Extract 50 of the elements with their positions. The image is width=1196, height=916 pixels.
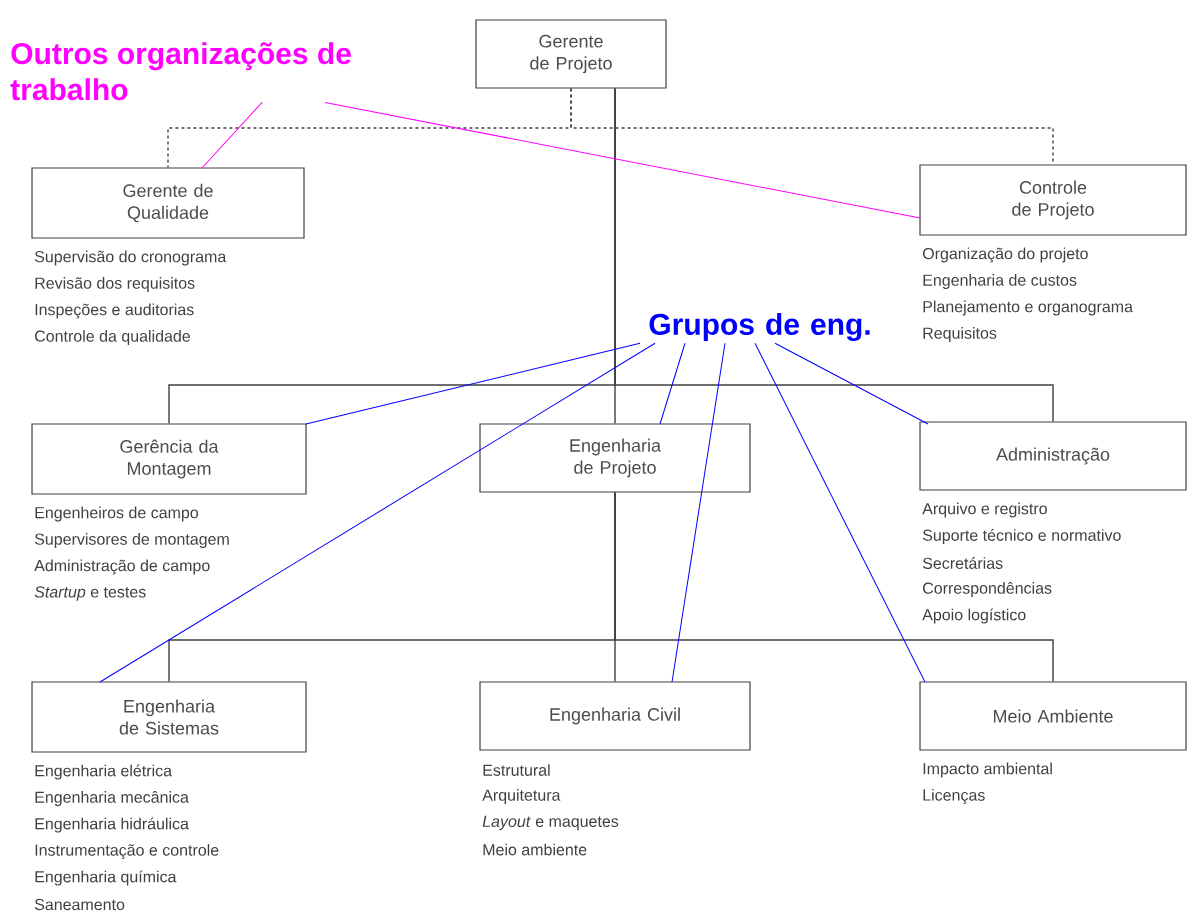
list-item: Saneamento: [34, 898, 125, 911]
list-item: Engenharia elétrica: [35, 764, 172, 780]
list-item: Supervisores de montagem: [34, 533, 229, 548]
list-item: Supervisão do cronograma: [34, 250, 227, 266]
list-item: Startup e testes: [34, 586, 146, 601]
leader-line: [324, 101, 921, 219]
list-item: Engenharia química: [35, 870, 177, 886]
list-item: Instrumentação e controle: [35, 844, 219, 859]
connector-line: [614, 491, 1054, 683]
leader-line: [659, 342, 686, 425]
list-item: Administração de campo: [34, 559, 210, 575]
list-item: Layout e maquetes: [482, 815, 619, 831]
org-box: Engenharia de Sistemas: [31, 681, 307, 753]
leader-line: [99, 342, 656, 683]
leader-line: [754, 342, 926, 683]
list-item: Arquivo e registro: [922, 502, 1047, 518]
list-item: Estrutural: [483, 764, 550, 776]
leader-line: [671, 342, 726, 683]
list-item: Suporte técnico e normativo: [922, 528, 1121, 545]
callout-text: Outros organizações de trabalho: [10, 42, 351, 101]
list-item: Engenharia mecânica: [35, 791, 189, 806]
leader-line: [201, 101, 263, 169]
org-box: Gerente de Projeto: [475, 19, 667, 89]
org-box: Gerência da Montagem: [31, 423, 307, 495]
org-box: Meio Ambiente: [919, 681, 1187, 751]
list-item: Organização do projeto: [922, 247, 1088, 263]
org-box: Controle de Projeto: [919, 164, 1187, 236]
list-item: Revisão dos requisitos: [35, 277, 195, 292]
list-item: Impacto ambiental: [923, 762, 1052, 778]
list-item: Engenheiros de campo: [35, 506, 199, 522]
list-item: Arquitetura: [482, 789, 561, 804]
list-item: Engenharia de custos: [923, 274, 1077, 289]
org-box: Administração: [919, 421, 1187, 491]
leader-line: [774, 342, 929, 425]
connector-line: [614, 87, 1054, 423]
callout-text: Grupos de eng.: [649, 312, 870, 342]
list-item: Inspeções e auditorias: [35, 303, 194, 319]
org-box: Engenharia de Projeto: [479, 423, 751, 493]
leader-line: [305, 342, 641, 425]
org-box: Engenharia Civil: [479, 681, 751, 751]
list-item: Engenharia hidráulica: [35, 817, 189, 833]
list-item: Correspondências: [923, 582, 1052, 597]
list-item: Controle da qualidade: [35, 330, 190, 345]
list-item: Requisitos: [923, 327, 997, 342]
list-item: Licenças: [923, 789, 985, 804]
org-box: Gerente de Qualidade: [31, 167, 305, 239]
list-item: Apoio logístico: [922, 608, 1026, 624]
list-item: Planejamento e organograma: [923, 300, 1133, 316]
list-item: Meio ambiente: [483, 843, 587, 856]
list-item: Secretárias: [922, 557, 1003, 569]
